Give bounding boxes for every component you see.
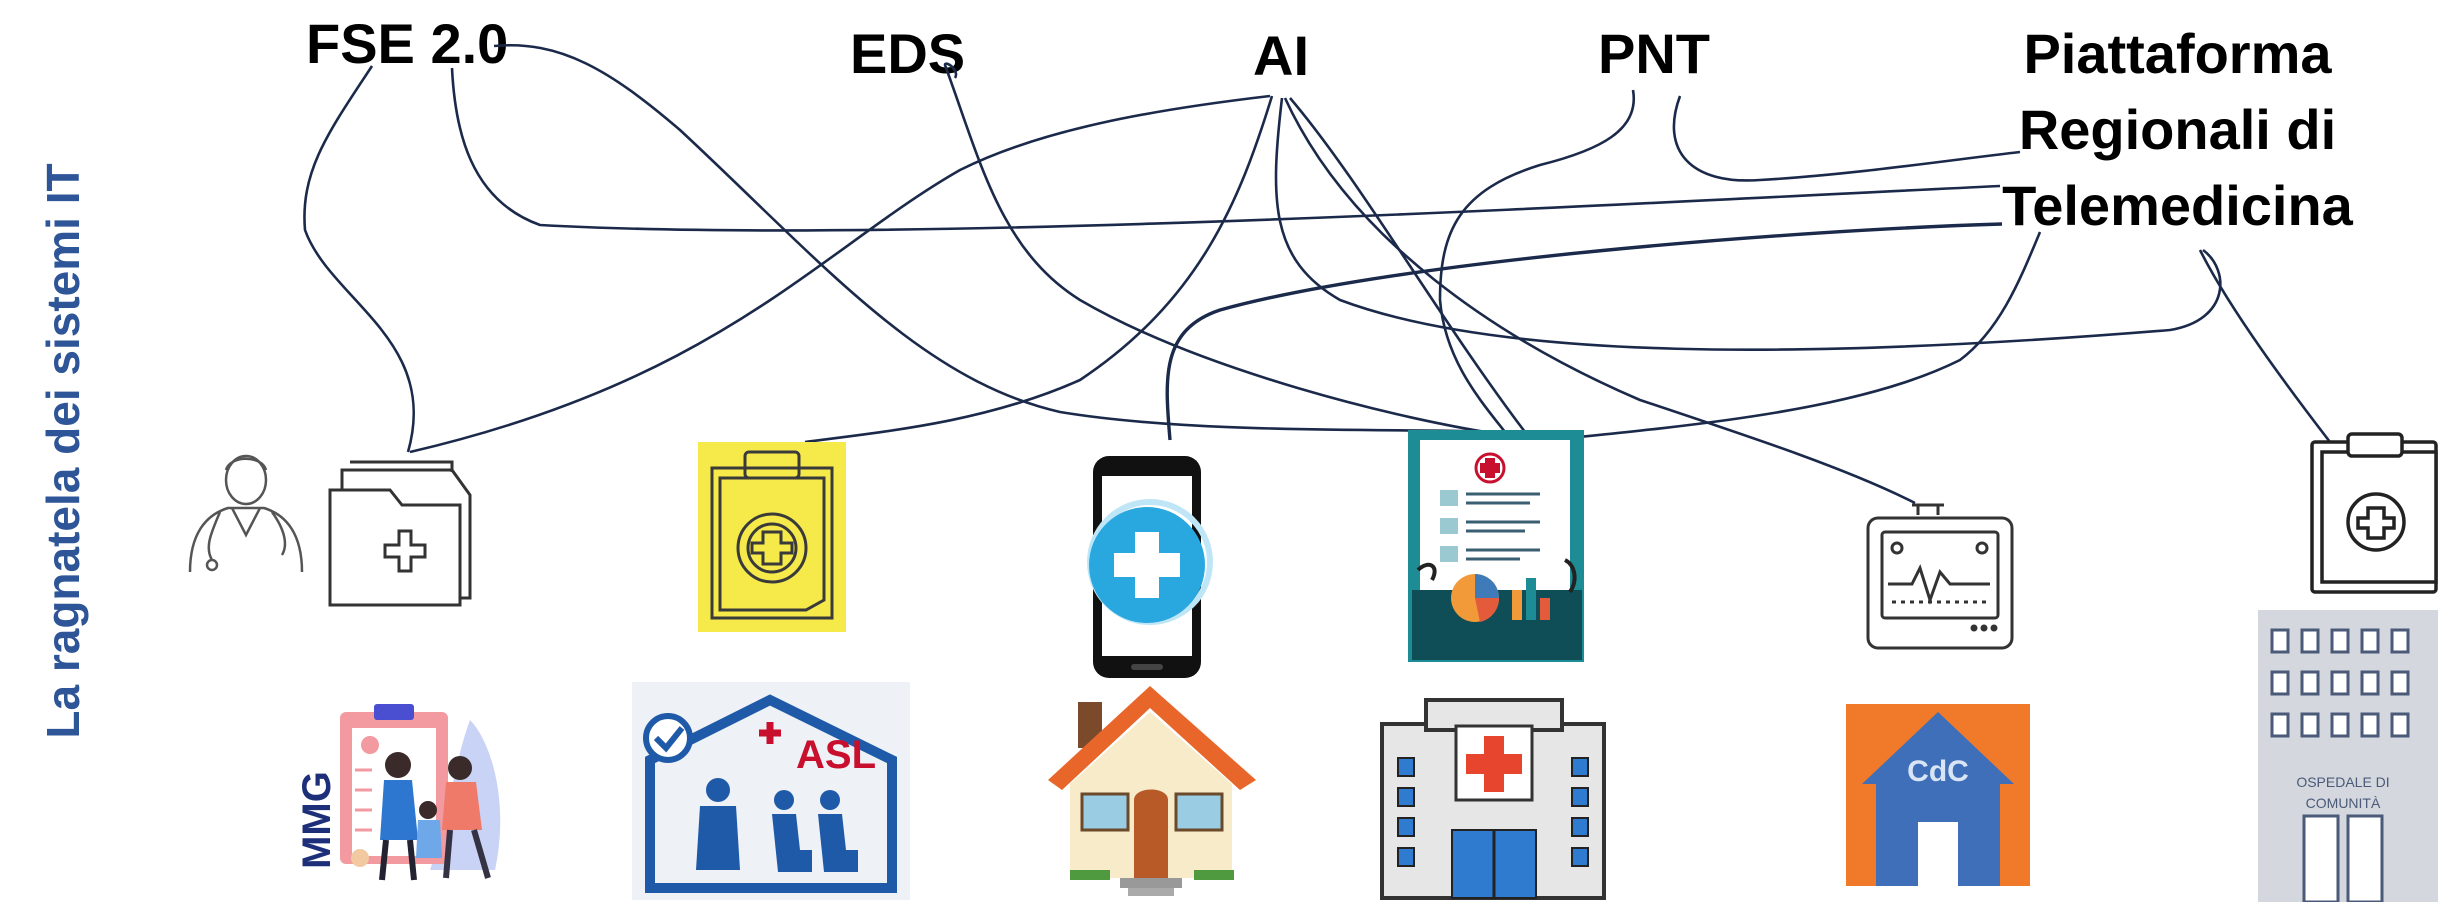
label-fse: FSE 2.0	[306, 12, 509, 75]
ecg-monitor-icon	[1866, 503, 2014, 650]
right-clipboard-icon	[2310, 432, 2438, 594]
link-fse-telemedicina	[450, 67, 2001, 232]
link-telemedicina-ospedale	[2198, 249, 2332, 443]
mmg-icon	[340, 704, 501, 881]
link-pnt-tablet	[1438, 89, 1636, 433]
doctor-outline-icon	[188, 454, 304, 573]
cdc-icon	[1846, 704, 2030, 886]
asl-label: ASL	[796, 733, 876, 777]
connection-lines	[303, 43, 2332, 505]
asl-building-icon	[632, 682, 910, 900]
label-prt-line3: Telemedicina	[2002, 174, 2353, 237]
label-prt-line1: Piattaforma	[2023, 22, 2332, 85]
doctor-folder-icon	[188, 454, 472, 607]
link-telemedicina-tablet	[1529, 231, 2042, 444]
ospedale-comunita-icon	[2258, 610, 2438, 902]
label-piattaforma-telemedicina: Piattaforma Regionali di Telemedicina	[1985, 16, 2370, 244]
label-ai: AI	[1253, 24, 1309, 87]
label-eds: EDS	[850, 22, 966, 85]
yellow-clipboard-icon	[698, 442, 846, 632]
link-ai-yellow-clipboard	[804, 95, 1274, 444]
link-ai-tablet	[1289, 97, 1527, 433]
link-fse-mmg-folder	[303, 65, 416, 453]
medical-folder-icon	[328, 460, 472, 607]
label-prt-line2: Regionali di	[2018, 98, 2337, 161]
link-telemedicina-phone	[1165, 222, 2003, 441]
link-pnt-telemedicina	[1672, 95, 2021, 182]
ospedale-label-line1: OSPEDALE DI	[2296, 774, 2389, 790]
label-pnt: PNT	[1598, 22, 1710, 85]
house-icon	[1048, 686, 1256, 896]
link-ai-monitor	[1283, 97, 1916, 505]
link-eds-tablet	[943, 62, 1506, 437]
ospedale-label-line2: COMUNITÀ	[2306, 795, 2381, 811]
link-ai-mmg-folder	[409, 94, 1271, 454]
hospital-icon	[1380, 698, 1606, 900]
medical-report-tablet-icon	[1408, 430, 1584, 662]
link-ai-telemedicina-loop	[1274, 97, 2222, 351]
mmg-label: MMG	[295, 771, 339, 869]
smartphone-plus-icon	[1087, 456, 1213, 678]
link-fse-tablet	[493, 43, 1501, 434]
cdc-label: CdC	[1907, 755, 1969, 788]
